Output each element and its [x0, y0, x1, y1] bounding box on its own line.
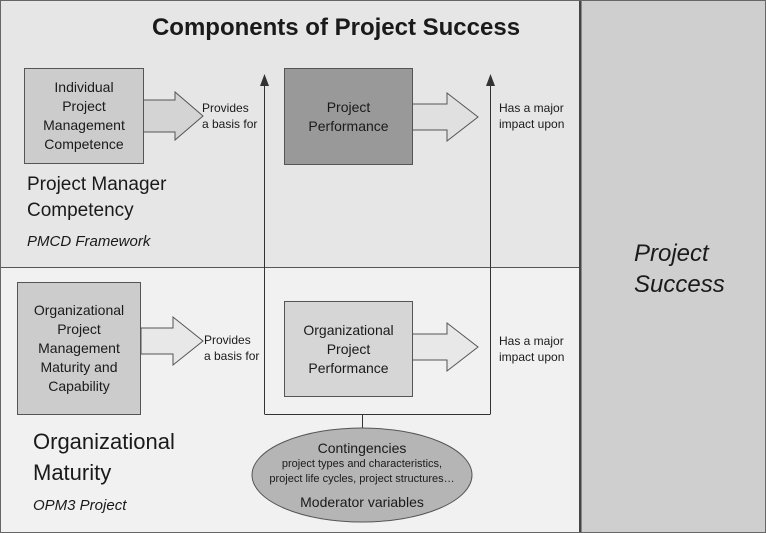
- group-title-line: Project Manager: [27, 174, 167, 195]
- diagram-title: Components of Project Success: [151, 14, 521, 41]
- org-maturity-line: Management: [38, 340, 120, 356]
- bottom-provides-label: Provides a basis for: [204, 332, 259, 364]
- bottom-impact-line: impact upon: [499, 350, 565, 364]
- bottom-provides-line: a basis for: [204, 349, 260, 363]
- top-impact-line: impact upon: [499, 117, 565, 131]
- top-impact-line: Has a major: [499, 101, 564, 115]
- outcome-panel: [581, 0, 766, 533]
- organizational-maturity-title: Organizational Maturity: [33, 426, 175, 488]
- moderator-variables-label: Moderator variables: [300, 494, 424, 510]
- contingencies-detail: project life cycles, project structures…: [269, 473, 455, 485]
- contingencies-ellipse: [251, 427, 473, 523]
- opm3-project-subtitle: OPM3 Project: [33, 497, 127, 514]
- project-success-line: Success: [634, 271, 725, 298]
- contingencies-detail: project types and characteristics,: [281, 458, 443, 470]
- contingencies-heading: Contingencies: [317, 440, 407, 456]
- group-title-line: Organizational: [33, 429, 175, 454]
- top-impact-label: Has a major impact upon: [499, 100, 564, 132]
- pmcd-framework-subtitle: PMCD Framework: [27, 233, 151, 250]
- bottom-provides-line: Provides: [204, 333, 251, 347]
- moderator-arrowhead-left: [260, 74, 269, 86]
- individual-competence-line: Project: [62, 98, 106, 114]
- org-maturity-line: Capability: [48, 378, 110, 394]
- bottom-provides-arrow: [140, 315, 204, 367]
- top-provides-line: a basis for: [202, 117, 258, 131]
- project-performance-line: Performance: [308, 117, 389, 134]
- outcome-panel-divider: [579, 0, 581, 533]
- top-provides-line: Provides: [202, 101, 249, 115]
- project-manager-competency-title: Project Manager Competency: [27, 172, 166, 224]
- top-provides-arrow: [142, 90, 204, 142]
- project-success-label: Project Success: [634, 238, 725, 300]
- organizational-maturity-box: Organizational Project Management Maturi…: [17, 282, 141, 415]
- top-impact-arrow: [411, 91, 479, 143]
- top-provides-label: Provides a basis for: [202, 100, 257, 132]
- org-performance-line: Project: [326, 340, 371, 357]
- org-maturity-line: Project: [57, 321, 101, 337]
- bottom-impact-arrow: [411, 321, 479, 373]
- bottom-impact-label: Has a major impact upon: [499, 333, 564, 365]
- project-success-line: Project: [634, 240, 709, 267]
- group-title-line: Maturity: [33, 460, 112, 485]
- org-maturity-line: Maturity and: [40, 359, 118, 375]
- org-performance-line: Organizational: [303, 321, 394, 338]
- individual-competence-line: Management: [43, 117, 125, 133]
- group-title-line: Competency: [27, 200, 134, 221]
- bottom-impact-line: Has a major: [499, 334, 564, 348]
- individual-competence-box: Individual Project Management Competence: [24, 68, 144, 164]
- individual-competence-line: Competence: [44, 136, 124, 152]
- contingencies-content: Contingencies project types and characte…: [252, 440, 472, 511]
- org-performance-line: Performance: [308, 359, 389, 376]
- org-maturity-line: Organizational: [33, 302, 125, 318]
- section-divider: [0, 267, 580, 268]
- project-performance-box: Project Performance: [284, 68, 413, 165]
- project-performance-line: Project: [326, 98, 371, 115]
- moderator-arrowhead-right: [486, 74, 495, 86]
- individual-competence-line: Individual: [54, 79, 114, 95]
- organizational-performance-box: Organizational Project Performance: [284, 301, 413, 397]
